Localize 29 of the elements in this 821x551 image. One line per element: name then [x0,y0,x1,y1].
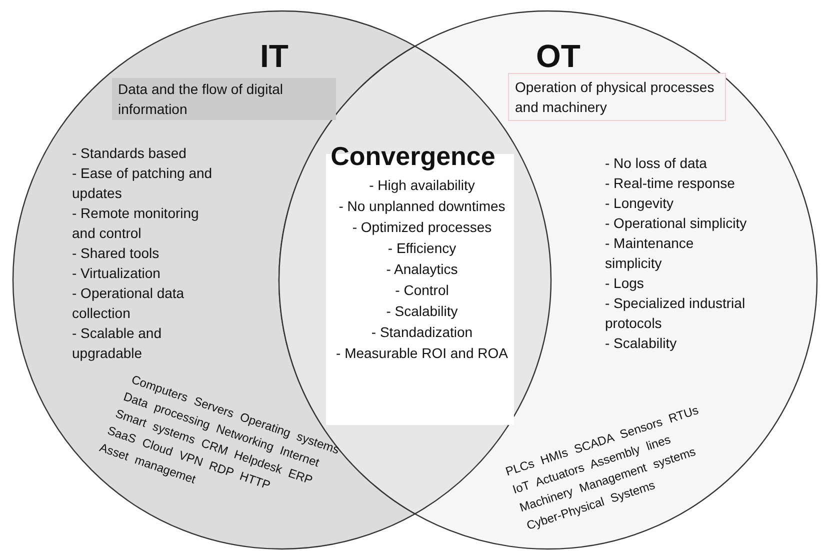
bullet-item: - Standards based [72,144,188,163]
bullet-item: - Specialized industrial protocols [605,294,746,333]
bullet-item: - High availability [368,176,476,195]
bullet-item: - Virtualization [72,264,162,283]
bullet-item: - Shared tools [72,244,160,263]
bullet-item: - Standadization [370,323,474,342]
description-box: Operation of physical processes and machinery [508,73,726,121]
bullet-item: - Scalability [385,302,459,321]
bullet-item: - Scalability [605,334,678,353]
bullet-item: - Optimized processes [351,218,493,237]
circle-heading: OT [536,40,580,72]
bullet-item: - Operational simplicity [605,214,748,233]
circle-heading: IT [260,40,288,72]
description-box: Data and the flow of digital information [112,78,336,120]
bullet-item: - No loss of data [605,154,708,173]
bullet-item: - Scalable and upgradable [72,324,163,363]
bullet-item: - Efficiency [386,239,458,258]
bullet-item: - Remote monitoring and control [72,204,200,243]
bullet-item: - Real-time response [605,174,736,193]
bullet-item: - Logs [605,274,645,293]
bullet-item: - No unplanned downtimes [338,197,506,216]
convergence-heading: Convergence [330,140,496,172]
bullet-item: - Ease of patching and updates [72,164,214,203]
bullet-item: - Operational data collection [72,284,186,323]
bullet-item: - Longevity [605,194,674,213]
bullet-item: - Maintenance simplicity [605,234,695,273]
bullet-item: - Measurable ROI and ROA [336,344,508,363]
bullet-item: - Analaytics [385,260,459,279]
bullet-item: - Control [394,281,450,300]
